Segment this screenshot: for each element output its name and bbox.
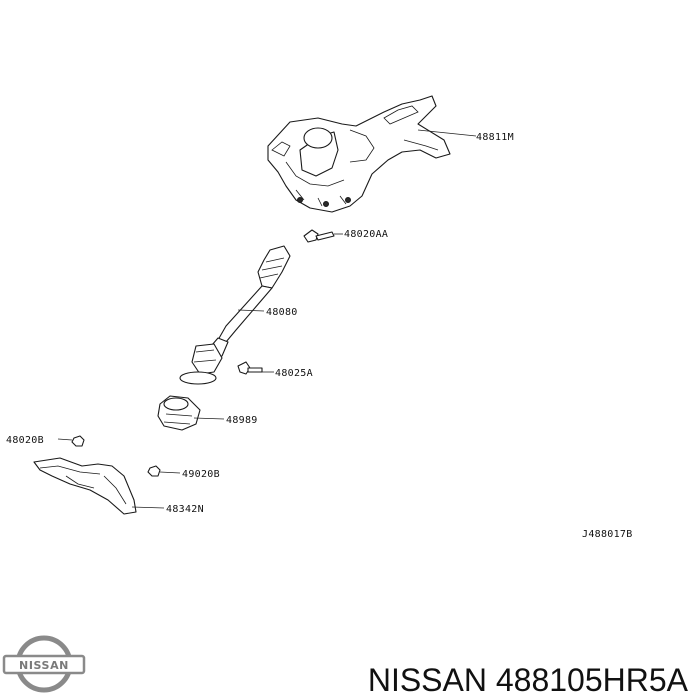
leader-48020b-left (57, 438, 73, 441)
column-cover-insulator (33, 457, 137, 515)
callout-48989: 48989 (226, 415, 258, 426)
callout-48342n: 48342N (166, 504, 204, 515)
leader-48342n (131, 506, 165, 509)
part-number-caption: NISSAN 488105HR5A (367, 662, 688, 698)
leader-48989 (193, 417, 225, 420)
leader-48811m (417, 129, 477, 137)
leader-49020b (159, 471, 181, 474)
logo-wordmark: NISSAN (19, 659, 69, 672)
callout-48025a: 48025A (275, 368, 313, 379)
nut-49020b (147, 465, 161, 477)
diagram-code: J488017B (582, 529, 633, 540)
bolt-48020aa (303, 229, 335, 243)
nut-48020b-left (71, 435, 85, 447)
bolt-48025a (237, 361, 263, 375)
callout-48020aa: 48020AA (344, 229, 388, 240)
column-boot-seal (157, 395, 201, 431)
callout-48080: 48080 (266, 307, 298, 318)
leader-48080 (237, 309, 265, 312)
steering-column-assembly (267, 95, 451, 213)
callout-48811m: 48811M (476, 132, 514, 143)
nissan-logo: NISSAN (2, 635, 86, 693)
callout-49020b: 49020B (182, 469, 220, 480)
leader-lines (57, 129, 477, 509)
callout-48020b-left: 48020B (6, 435, 44, 446)
intermediate-shaft (179, 245, 291, 385)
